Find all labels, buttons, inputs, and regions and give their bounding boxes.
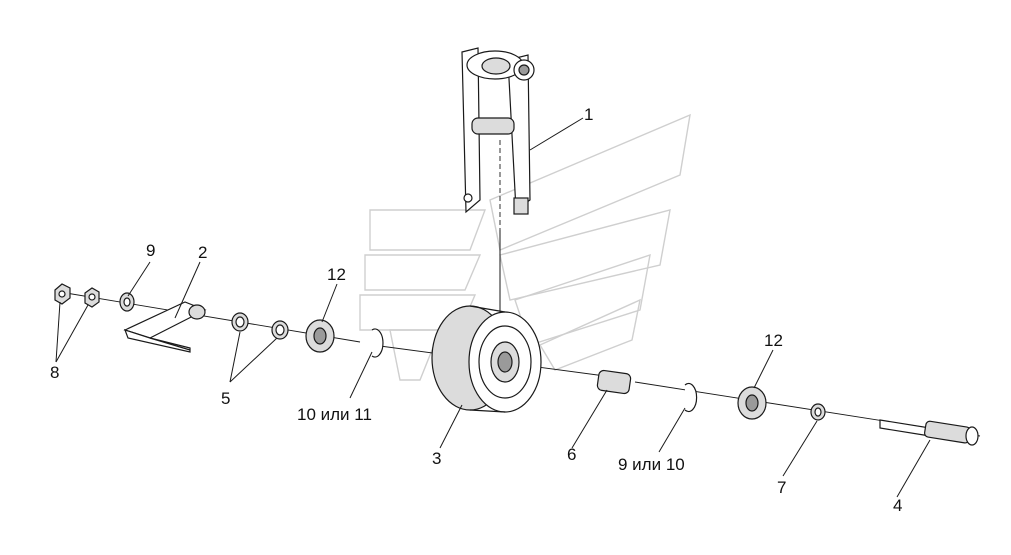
callout-9: 9: [146, 241, 156, 260]
part-7-washer: [810, 403, 826, 421]
callout-8: 8: [50, 363, 60, 382]
callout-10-or-11: 10 или 11: [297, 405, 372, 424]
callout-6: 6: [567, 445, 577, 464]
part-12-bearing-left: [305, 319, 335, 353]
callout-2: 2: [198, 243, 208, 262]
part-3-roller: [431, 305, 542, 413]
part-1-arm: [461, 47, 535, 330]
leader-lines: [55, 117, 931, 498]
watermark-logo: [359, 113, 691, 381]
callout-9-or-10: 9 или 10: [618, 455, 685, 474]
part-8-nuts: [54, 283, 100, 308]
part-9-or-10-snap-ring: [684, 382, 698, 413]
part-2-lever: [123, 301, 207, 353]
callout-3: 3: [432, 449, 442, 468]
callout-7: 7: [777, 478, 787, 497]
callout-12-left: 12: [327, 265, 346, 284]
part-12-bearing-right: [737, 386, 767, 420]
callout-5: 5: [221, 389, 231, 408]
callout-1: 1: [584, 105, 594, 124]
part-5-bushings: [231, 312, 289, 340]
callout-4: 4: [893, 496, 903, 515]
callout-12-right: 12: [764, 331, 783, 350]
part-4-axle: [879, 419, 979, 446]
part-9-washer: [119, 292, 135, 312]
part-6-spacer: [596, 369, 632, 395]
part-10-or-11-snap-ring: [371, 328, 384, 358]
